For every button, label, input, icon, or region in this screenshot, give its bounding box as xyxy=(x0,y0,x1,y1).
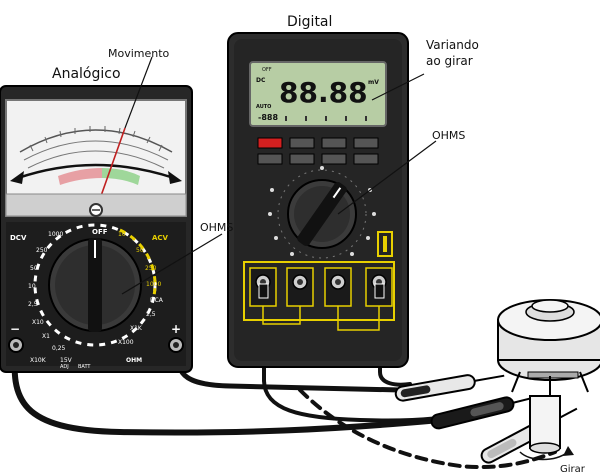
power-button[interactable] xyxy=(257,137,283,149)
range-label: 10 xyxy=(118,231,126,238)
function-button[interactable] xyxy=(321,137,347,149)
analog-multimeter: OFF DCV 1000 250 50 10 2,5 X10 X1 0,25 A… xyxy=(0,85,193,373)
digital-lead-plug-com xyxy=(258,283,269,299)
ohms-label-digital: OHMS xyxy=(432,129,465,142)
lcd-bargraph: -888 xyxy=(258,113,278,122)
analog-title: Analógico xyxy=(52,66,121,82)
range-ring xyxy=(33,223,157,347)
digital-multimeter: OFF DC AUTO 88.88 mV -888 xyxy=(227,32,409,368)
red-zone xyxy=(58,168,102,185)
range-label: 1000 xyxy=(146,281,161,288)
arrow-left-head xyxy=(10,171,24,184)
range-label: 0,25 xyxy=(52,345,66,352)
range-ring-yellow xyxy=(119,228,157,301)
knob-pointer-bar xyxy=(88,238,102,332)
range-label: 2,5 xyxy=(146,311,156,318)
lcd-dc-indicator: DC xyxy=(256,77,266,84)
terminal-connector-lines xyxy=(262,306,380,331)
ohms-label-analog: OHMS xyxy=(200,221,233,234)
range-label: X10K xyxy=(30,357,47,364)
function-button[interactable] xyxy=(353,153,379,165)
probe-digital-upper xyxy=(394,374,505,402)
potentiometer-shaft xyxy=(529,395,561,449)
probe-analog xyxy=(430,395,539,430)
terminal-panel xyxy=(243,261,395,321)
range-label: ADJ xyxy=(60,364,69,370)
dca-range-label: DCA xyxy=(150,297,164,304)
green-zone xyxy=(102,168,140,185)
digital-range-marks xyxy=(268,166,376,256)
range-label: X100 xyxy=(118,339,134,346)
potentiometer xyxy=(497,299,600,461)
varying-label-line1: Variando xyxy=(426,38,479,52)
range-label: 50 xyxy=(136,247,144,254)
varying-label-line2: ao girar xyxy=(426,54,473,68)
rotating-lead-dashed xyxy=(298,388,557,470)
function-button[interactable] xyxy=(289,137,315,149)
function-button[interactable] xyxy=(353,137,379,149)
digital-title: Digital xyxy=(287,14,332,30)
digital-volt-lead xyxy=(378,290,412,387)
arrow-right-head xyxy=(168,171,182,184)
range-label: 10 xyxy=(28,283,36,290)
range-label: X1K xyxy=(130,325,143,332)
lcd-reading: 88.88 xyxy=(279,76,368,109)
probes xyxy=(394,374,578,464)
function-button[interactable] xyxy=(257,153,283,165)
digital-rotary-ring xyxy=(277,169,367,259)
scale-arc-outer xyxy=(19,129,173,153)
digital-lead-plug-volt xyxy=(374,283,385,299)
range-label: 1000 xyxy=(48,231,63,238)
scale-arc-middle xyxy=(23,140,169,161)
ohm-range-label: OHM xyxy=(126,357,142,364)
range-label: 15V xyxy=(60,357,73,364)
lcd-unit: mV xyxy=(368,79,379,86)
range-label: 50 xyxy=(30,265,38,272)
callout-lines xyxy=(121,56,437,295)
range-indicator xyxy=(377,231,393,257)
analog-minus-lead xyxy=(11,342,443,436)
dcv-range-label: DCV xyxy=(10,234,27,242)
acv-range-label: ACV xyxy=(152,234,169,242)
digital-knob-pointer xyxy=(297,182,347,246)
lcd-bargraph-ticks xyxy=(285,116,367,121)
range-label: X10 xyxy=(32,319,44,326)
plus-sign: + xyxy=(171,322,181,336)
movement-label: Movimento xyxy=(108,47,170,60)
range-label: 250 xyxy=(145,265,157,272)
range-label: 250 xyxy=(36,247,48,254)
function-button[interactable] xyxy=(321,153,347,165)
range-label: X1 xyxy=(42,333,50,340)
lcd-display xyxy=(249,61,387,127)
needle-swing-arrow xyxy=(17,163,175,180)
minus-sign: − xyxy=(10,322,20,336)
range-label: 2,5 xyxy=(28,301,38,308)
scale-arc-inner xyxy=(27,150,165,169)
function-button[interactable] xyxy=(289,153,315,165)
range-label: BATT xyxy=(78,364,91,370)
rotate-label: Girar xyxy=(560,464,586,475)
lcd-indicator: OFF xyxy=(262,67,272,73)
lcd-auto-indicator: AUTO xyxy=(256,104,271,110)
switch-off-label: OFF xyxy=(92,228,108,236)
scale-ticks xyxy=(29,126,163,152)
